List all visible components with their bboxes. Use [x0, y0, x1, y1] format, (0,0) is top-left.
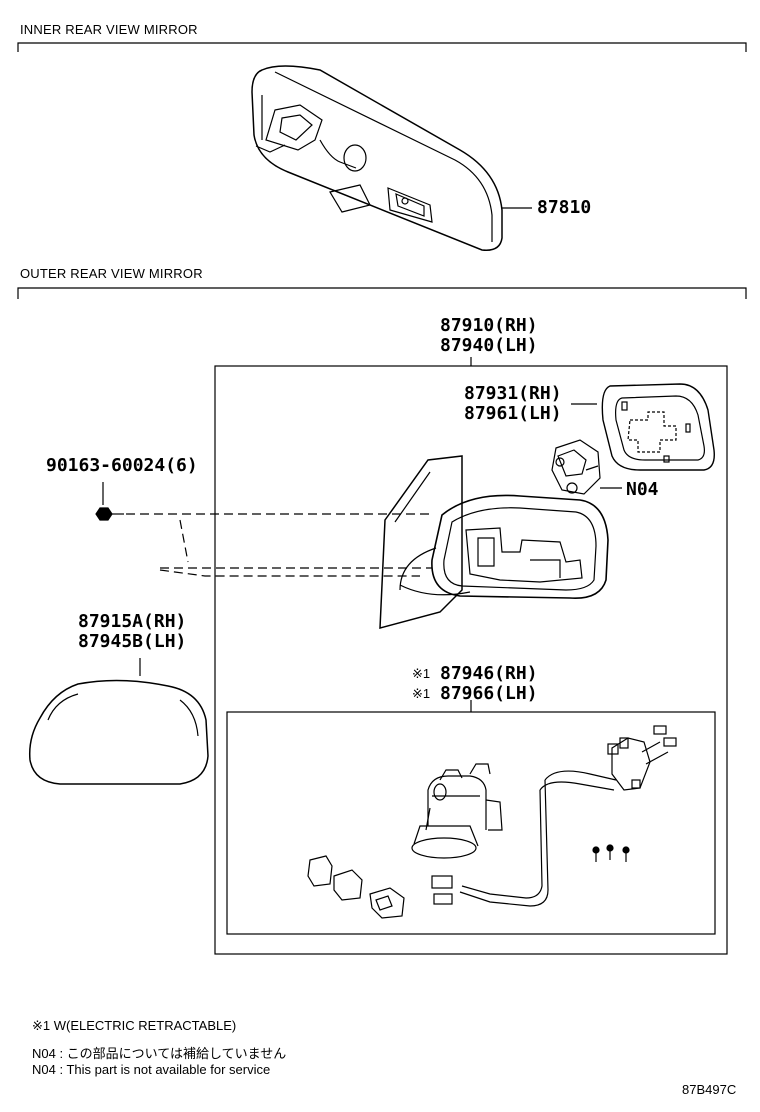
part-number-outer-assy-lh: 87940(LH) — [440, 335, 538, 356]
part-number-inner-mirror: 87810 — [537, 197, 592, 218]
part-number-screw: 90163-60024(6) — [46, 455, 198, 476]
part-number-glass-rh: 87931(RH) — [464, 383, 562, 404]
outer-assy-box — [214, 365, 728, 955]
mirror-glass-drawing — [601, 383, 715, 471]
retract-unit-box — [226, 711, 716, 935]
part-number-cover-lh: 87945B(LH) — [78, 631, 187, 652]
outer-section-bracket — [17, 287, 747, 299]
screw-drawing — [95, 482, 432, 577]
note-electric-retractable: ※1 W(ELECTRIC RETRACTABLE) — [32, 1018, 237, 1033]
note-n04-japanese: N04 : この部品については補給していません — [32, 1046, 287, 1061]
mirror-cover-drawing — [28, 658, 209, 785]
part-number-retract-lh: 87966(LH) — [440, 683, 538, 704]
inner-mirror-drawing — [251, 65, 532, 251]
part-number-retract-rh: 87946(RH) — [440, 663, 538, 684]
outer-housing-drawing — [379, 455, 609, 629]
part-label-n04: N04 — [626, 479, 659, 500]
outer-section-title: OUTER REAR VIEW MIRROR — [20, 266, 203, 281]
retract-mark-lh: ※1 — [412, 686, 431, 701]
note-n04-english: N04 : This part is not available for ser… — [32, 1062, 271, 1077]
part-number-glass-lh: 87961(LH) — [464, 403, 562, 424]
retract-unit-drawing — [307, 725, 677, 919]
part-number-outer-assy-rh: 87910(RH) — [440, 315, 538, 336]
diagram-code: 87B497C — [682, 1082, 737, 1097]
inner-section-bracket — [17, 42, 747, 52]
inner-section-title: INNER REAR VIEW MIRROR — [20, 22, 198, 37]
part-number-cover-rh: 87915A(RH) — [78, 611, 187, 632]
actuator-drawing — [551, 439, 601, 495]
retract-mark-rh: ※1 — [412, 666, 431, 681]
